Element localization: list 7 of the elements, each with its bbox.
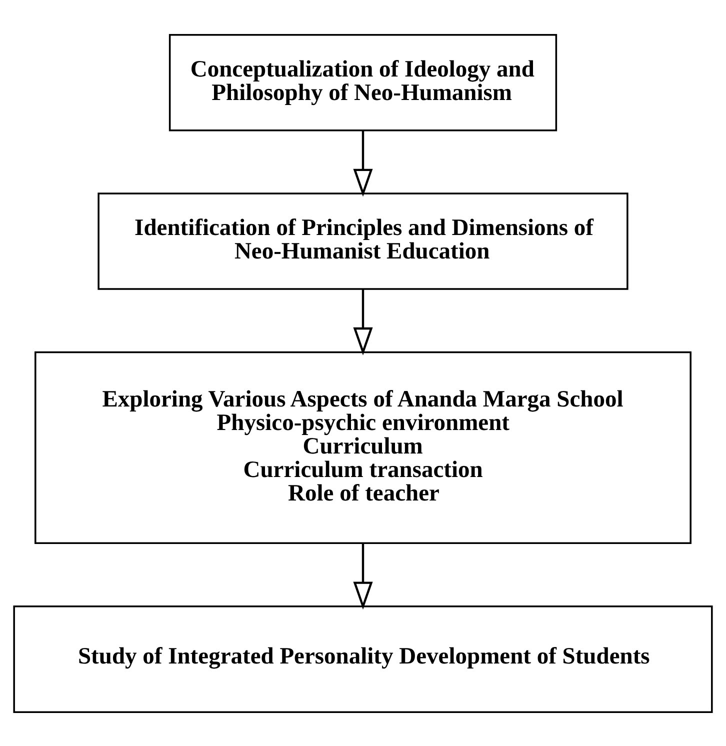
node-box: Study of Integrated Personality Development of Students [13, 604, 713, 712]
arrow [353, 543, 373, 610]
node-box: Conceptualization of Ideology and Philosophy of Neo-Humanism [168, 34, 558, 131]
arrow [353, 130, 373, 196]
arrow [353, 288, 373, 355]
node-box: Identification of Principles and Dimensions of Neo-Humanist Education [98, 192, 628, 290]
node-box: Exploring Various Aspects of Ananda Marga School Physico-psychic environment Curriculum Curriculum transaction Role of teacher [34, 350, 692, 544]
